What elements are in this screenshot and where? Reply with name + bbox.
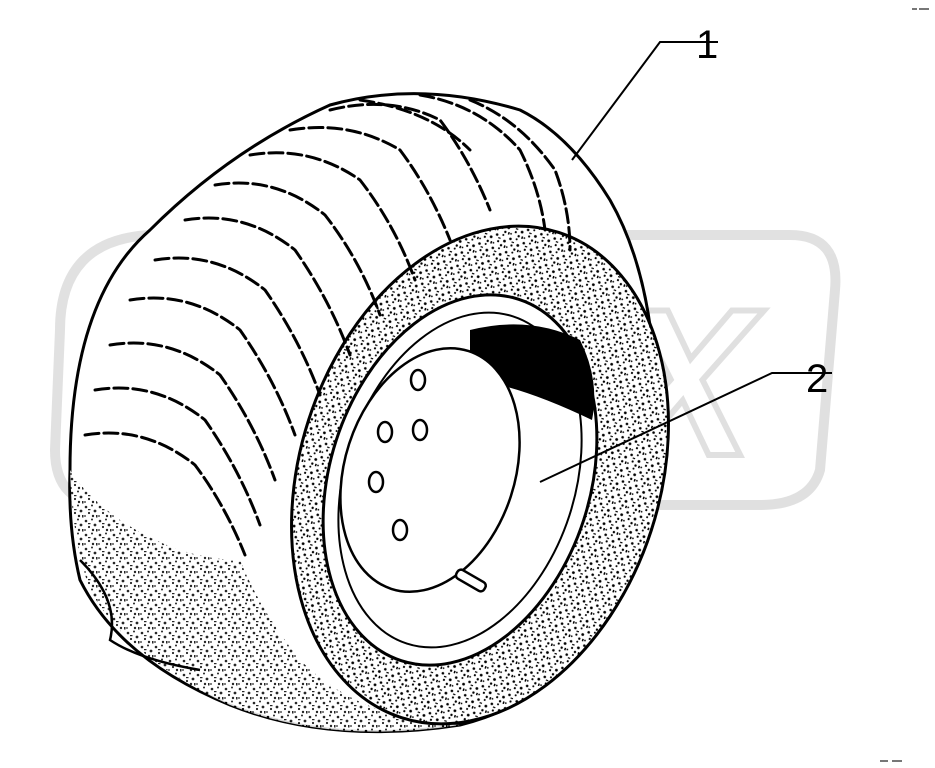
rim-disc: [339, 347, 521, 593]
leader-lines: [539, 41, 832, 483]
bolt-holes: [367, 368, 429, 542]
leader-line-1: [571, 41, 718, 161]
tire-shoulder-texture: [70, 470, 460, 732]
callout-label-2: 2: [806, 357, 828, 401]
rim: [321, 293, 599, 667]
rim-shadow: [470, 324, 595, 420]
callout-label-1: 1: [696, 23, 718, 67]
leader-line-2: [539, 372, 832, 483]
corner-marks: [880, 8, 929, 762]
tread-groove: [79, 559, 201, 672]
valve-stem: [454, 568, 488, 593]
tread-lugs: [83, 93, 572, 557]
